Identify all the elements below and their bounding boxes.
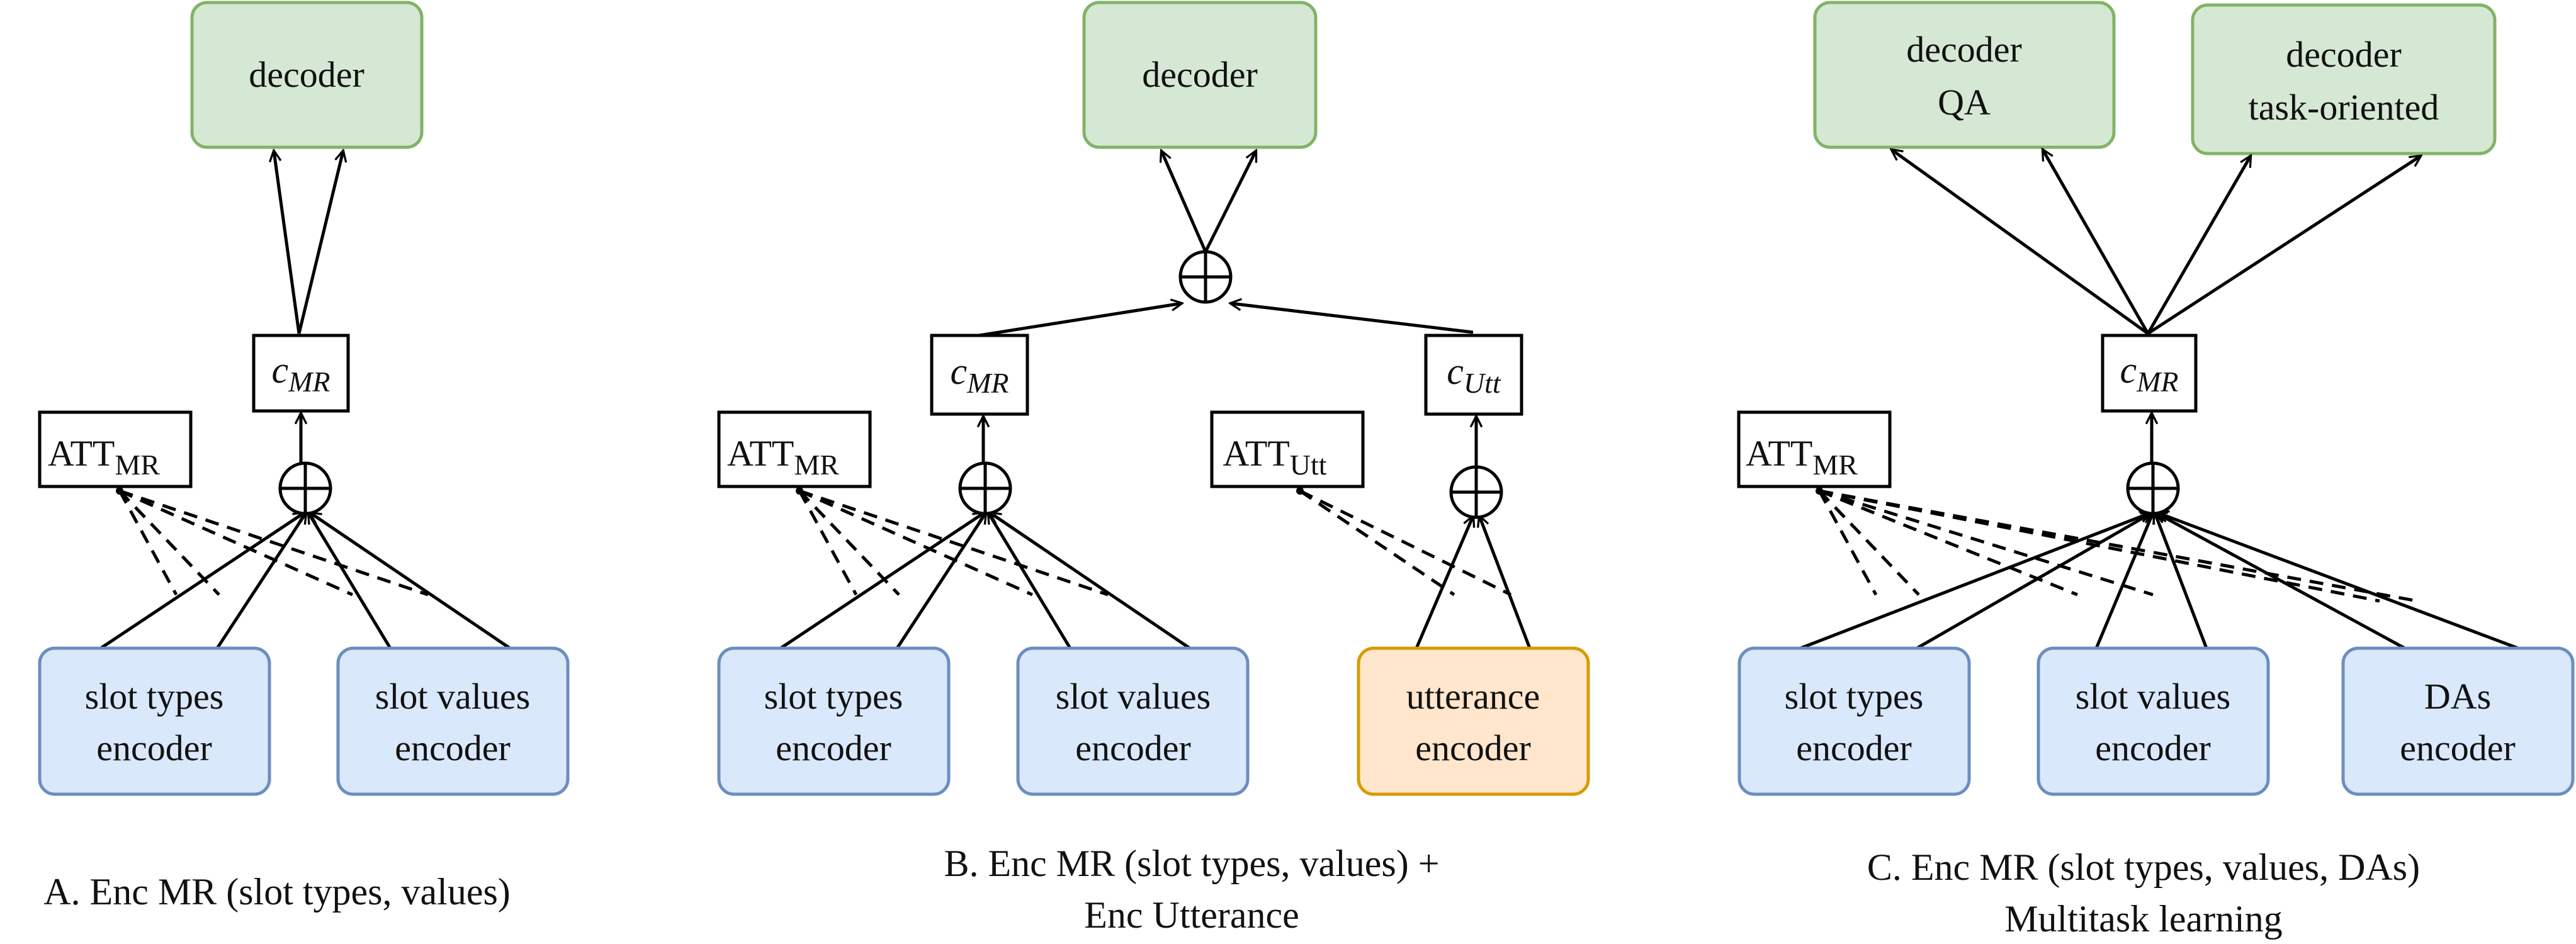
att-sub: MR [115, 449, 160, 481]
context-to-decoders-arrows [1892, 150, 2421, 335]
sum-node-mr [958, 461, 1012, 515]
decoder-box: decoder [1082, 1, 1318, 149]
utt-context-to-sum-arrow [1231, 303, 1474, 334]
das-encoder: DAs encoder [2341, 646, 2575, 796]
attention-box-utt: ATTUtt [1210, 410, 1365, 488]
svg-text:encoder: encoder [776, 728, 891, 768]
svg-text:task-oriented: task-oriented [2249, 87, 2439, 128]
svg-text:QA: QA [1938, 82, 1991, 123]
panel-b-caption-line1: B. Enc MR (slot types, values) + [944, 843, 1439, 884]
svg-text:encoder: encoder [1415, 728, 1531, 768]
panel-c: decoder QA decoder task-oriented cMR ATT… [1737, 1, 2575, 940]
svg-text:cUtt: cUtt [1447, 351, 1501, 399]
svg-text:slot types: slot types [1785, 676, 1924, 717]
svg-text:slot values: slot values [1056, 676, 1211, 717]
svg-text:cMR: cMR [271, 349, 330, 398]
svg-text:decoder: decoder [1906, 29, 2022, 70]
utterance-encoder: utterance encoder [1357, 646, 1590, 796]
sum-to-decoder-arrow [1204, 151, 1258, 253]
attention-dashed-links [798, 489, 1512, 597]
svg-text:utterance: utterance [1406, 676, 1540, 717]
slot-types-encoder: slot types encoder [1737, 646, 1971, 796]
svg-text:ATTUtt: ATTUtt [1223, 433, 1326, 481]
decoder-box: decoder [190, 1, 424, 149]
encoder-to-sum-arrows [1800, 513, 2519, 650]
svg-text:ATTMR: ATTMR [727, 433, 839, 481]
panel-c-caption-line2: Multitask learning [2004, 898, 2283, 940]
context-vector-mr: cMR [930, 334, 1029, 416]
att-base: ATT [48, 433, 115, 474]
slot-types-encoder: slot types encoder [38, 646, 271, 796]
sum-node [278, 461, 332, 515]
panel-a-caption: A. Enc MR (slot types, values) [43, 871, 511, 913]
context-base: c [271, 349, 288, 391]
sum-node-utt [1449, 465, 1503, 519]
context-vector-mr: cMR [2101, 334, 2198, 413]
decoder-label: decoder [249, 54, 364, 95]
context-to-decoder-arrow [274, 151, 301, 334]
panel-a: decoder cMR ATTMR [38, 1, 570, 913]
mr-context-to-sum-arrow [978, 303, 1182, 337]
attention-dashed-links [1817, 489, 2418, 603]
slot-values-encoder: slot values encoder [2037, 646, 2270, 796]
context-to-decoder-arrow [297, 151, 343, 334]
slot-values-encoder: slot values encoder [336, 646, 570, 796]
svg-text:decoder: decoder [2286, 34, 2402, 75]
attention-box-mr: ATTMR [1737, 410, 1892, 488]
svg-text:slot types: slot types [85, 676, 224, 717]
encoder-to-sum-arrows [99, 513, 511, 650]
encoder-to-sum-arrows [779, 513, 1532, 650]
svg-text:slot types: slot types [764, 676, 903, 717]
svg-text:DAs: DAs [2424, 676, 2491, 717]
attention-box-mr: ATTMR [717, 410, 872, 488]
svg-text:encoder: encoder [1075, 728, 1191, 768]
svg-text:ATTMR: ATTMR [48, 433, 160, 481]
panel-b-caption-line2: Enc Utterance [1084, 894, 1299, 936]
context-sub: MR [288, 366, 330, 398]
svg-text:encoder: encoder [2400, 728, 2516, 768]
context-vector-mr: cMR [252, 334, 350, 413]
attention-box-mr: ATTMR [38, 410, 193, 488]
attention-dashed-links [118, 489, 429, 597]
svg-text:encoder: encoder [395, 728, 511, 768]
svg-text:encoder: encoder [2095, 728, 2211, 768]
svg-text:decoder: decoder [1142, 54, 1258, 95]
sum-to-decoder-arrow [1161, 151, 1207, 253]
panel-b: decoder cMR cUtt ATTMR [717, 1, 1590, 936]
decoder-task-oriented-box: decoder task-oriented [2191, 3, 2497, 155]
svg-text:slot values: slot values [375, 676, 530, 717]
svg-text:slot values: slot values [2076, 676, 2230, 717]
sum-node [2126, 461, 2180, 515]
svg-text:encoder: encoder [1796, 728, 1912, 768]
decoder-qa-box: decoder QA [1813, 1, 2116, 149]
slot-values-encoder: slot values encoder [1016, 646, 1250, 796]
top-sum-node [1178, 250, 1233, 304]
slot-types-encoder: slot types encoder [717, 646, 951, 796]
svg-text:cMR: cMR [950, 351, 1008, 399]
svg-text:ATTMR: ATTMR [1746, 433, 1858, 481]
context-vector-utt: cUtt [1424, 334, 1523, 416]
panel-c-caption-line1: C. Enc MR (slot types, values, DAs) [1867, 846, 2420, 888]
svg-text:cMR: cMR [2120, 349, 2178, 398]
svg-text:encoder: encoder [96, 728, 212, 768]
